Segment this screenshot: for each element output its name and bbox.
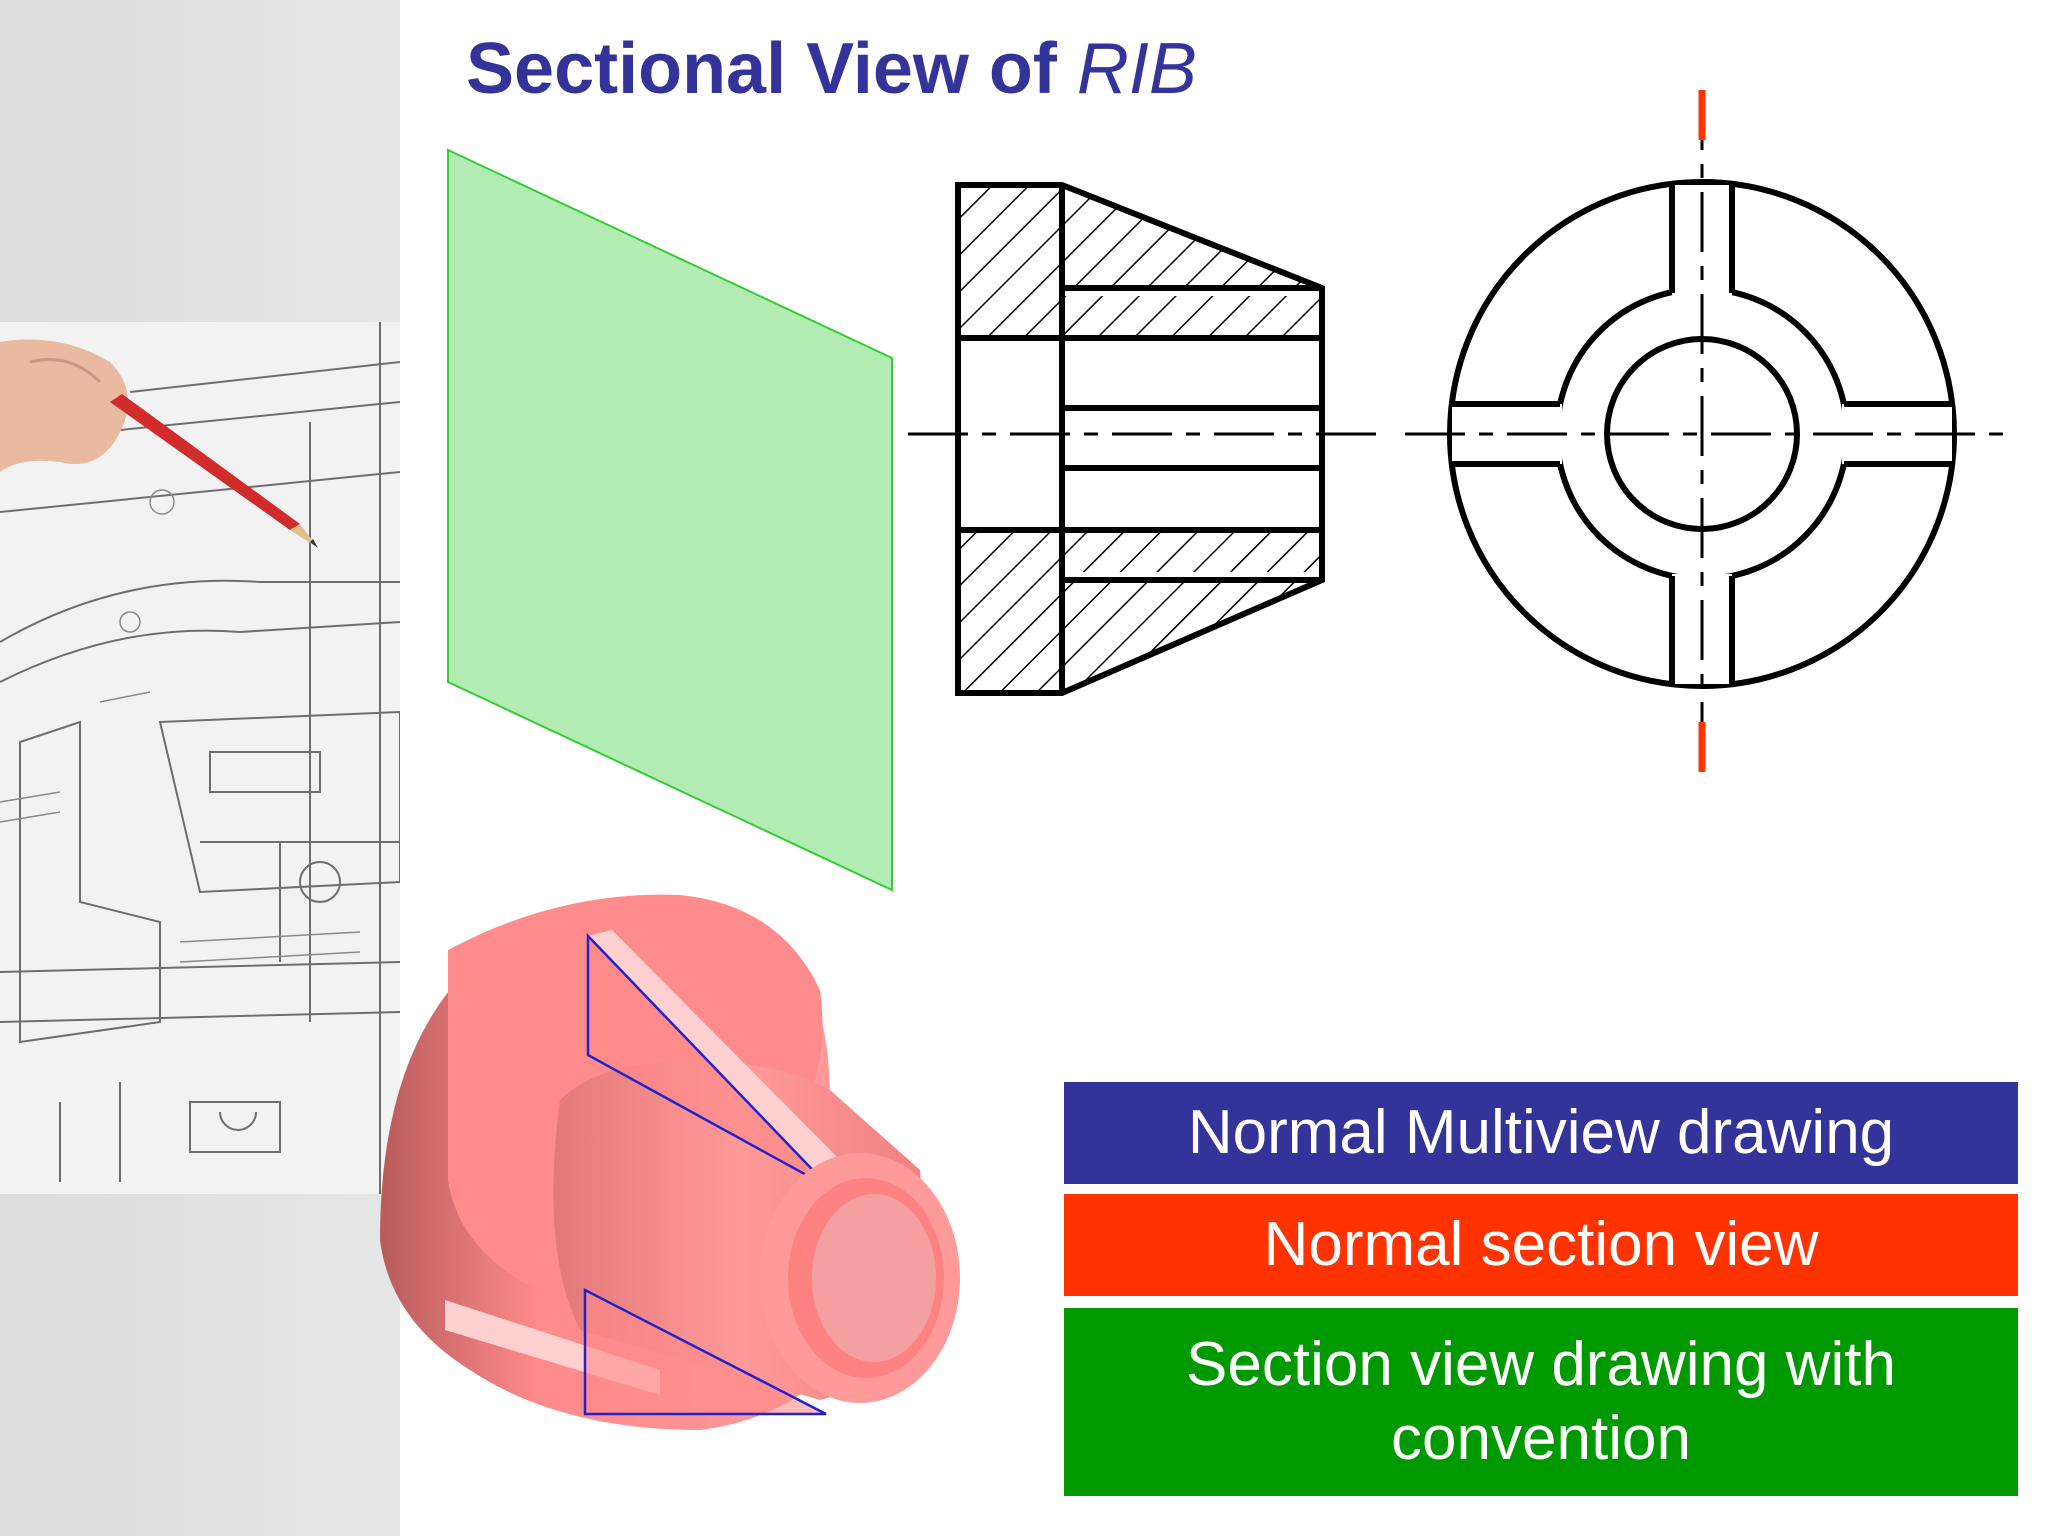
slide-title: Sectional View of RIB [466, 28, 1197, 110]
legend-normal-section: Normal section view [1064, 1194, 2018, 1296]
title-main-text: Sectional View of [466, 29, 1077, 109]
decorative-side-panel [0, 0, 400, 1536]
legend-normal-multiview: Normal Multiview drawing [1064, 1082, 2018, 1184]
legend-label: Section view drawing with convention [1186, 1329, 1896, 1473]
title-italic-text: RIB [1076, 29, 1197, 109]
rib-3d-model [380, 894, 960, 1430]
cutting-plane [447, 148, 893, 892]
legend-label: Normal Multiview drawing [1187, 1097, 1895, 1167]
legend-section-convention: Section view drawing with convention [1064, 1308, 2018, 1496]
drafting-photo [0, 322, 400, 1194]
legend-label: Normal section view [1263, 1209, 1819, 1279]
front-section-view [908, 182, 1376, 696]
side-view [1405, 90, 2010, 772]
